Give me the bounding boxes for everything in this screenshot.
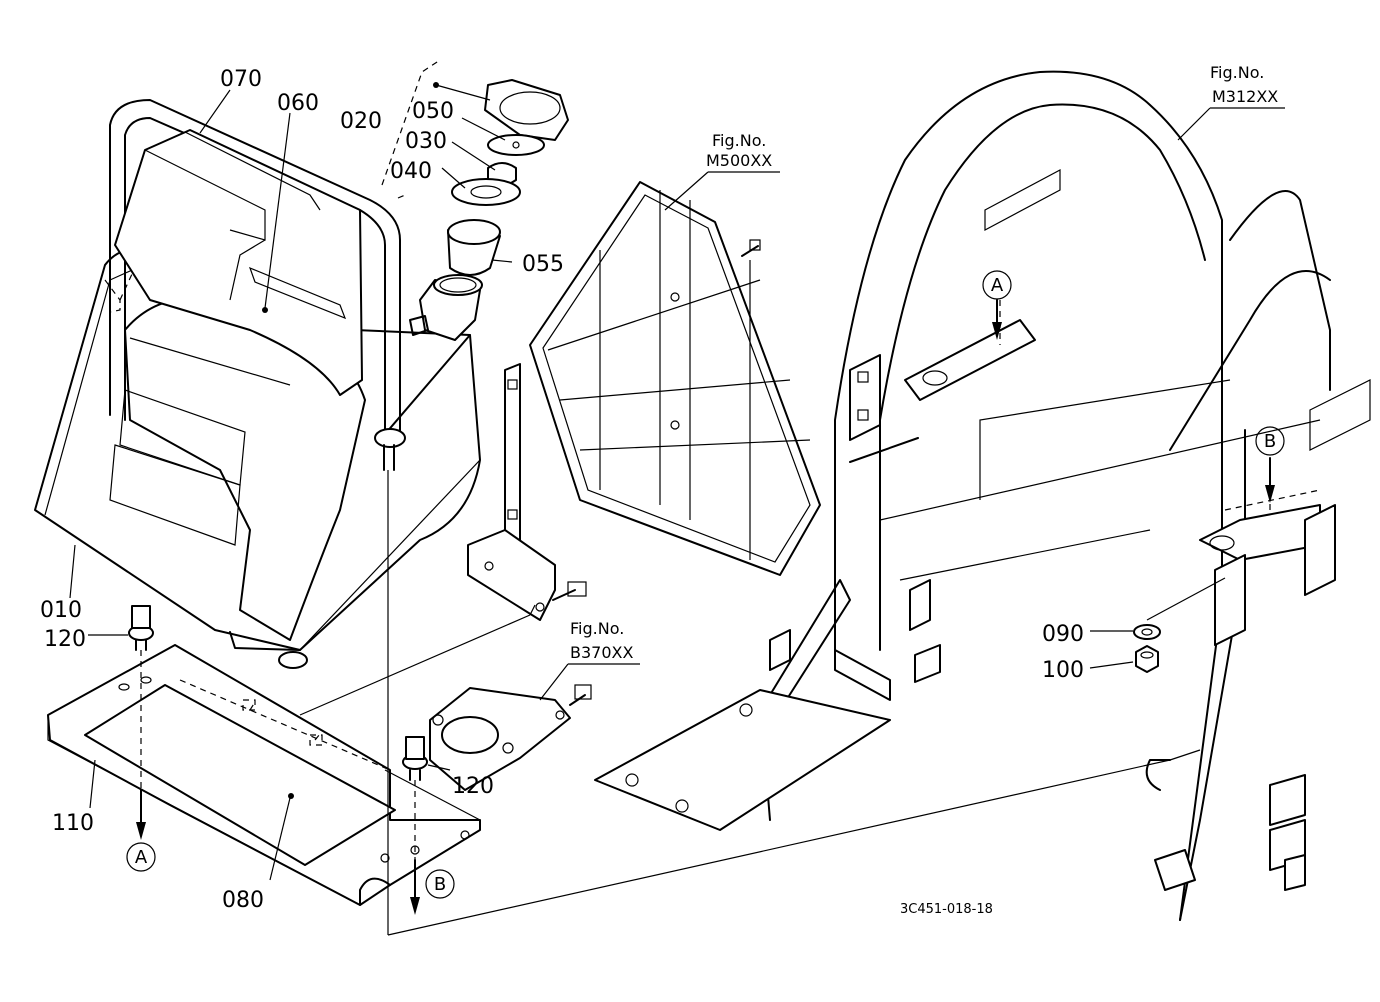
marker-a-frame: A [982,270,1012,300]
part-label-120-right: 120 [452,774,494,799]
fig-ref-m312-label: Fig.No. [1210,63,1264,82]
arrows [136,299,1275,915]
leader-lines [69,82,1285,881]
fig-ref-b370-number: B370XX [570,643,633,662]
part-label-030: 030 [405,129,447,154]
marker-a-bottom: A [126,842,156,872]
part-label-100: 100 [1042,658,1084,683]
fig-ref-b370-label: Fig.No. [570,619,624,638]
fig-ref-m500-label: Fig.No. [712,131,766,150]
part-label-055: 055 [522,252,564,277]
rops-frame [594,70,1371,921]
fuel-tank [34,99,483,669]
marker-a-text-frame: A [991,275,1004,296]
part-label-110: 110 [52,811,94,836]
part-label-010: 010 [40,598,82,623]
floor-plate [47,644,481,906]
part-label-070: 070 [220,67,262,92]
part-label-020: 020 [340,109,382,134]
fig-ref-m312-number: M312XX [1212,87,1278,106]
fasteners [128,605,1161,781]
part-label-120-left: 120 [44,627,86,652]
fuel-cap-stack [381,59,569,276]
part-label-080: 080 [222,888,264,913]
fig-ref-m500-number: M500XX [706,151,772,170]
marker-b-text: B [434,874,446,895]
part-label-050: 050 [412,99,454,124]
side-screen [529,181,821,576]
marker-b-frame: B [1255,426,1285,456]
marker-b-bottom: B [425,869,455,899]
part-label-090: 090 [1042,622,1084,647]
drawing-code: 3C451-018-18 [900,902,993,917]
marker-a-text: A [135,847,148,868]
marker-b-text-frame: B [1264,431,1276,452]
mount-bracket [467,363,587,621]
part-label-060: 060 [277,91,319,116]
lower-bracket [429,684,592,791]
part-label-040: 040 [390,159,432,184]
